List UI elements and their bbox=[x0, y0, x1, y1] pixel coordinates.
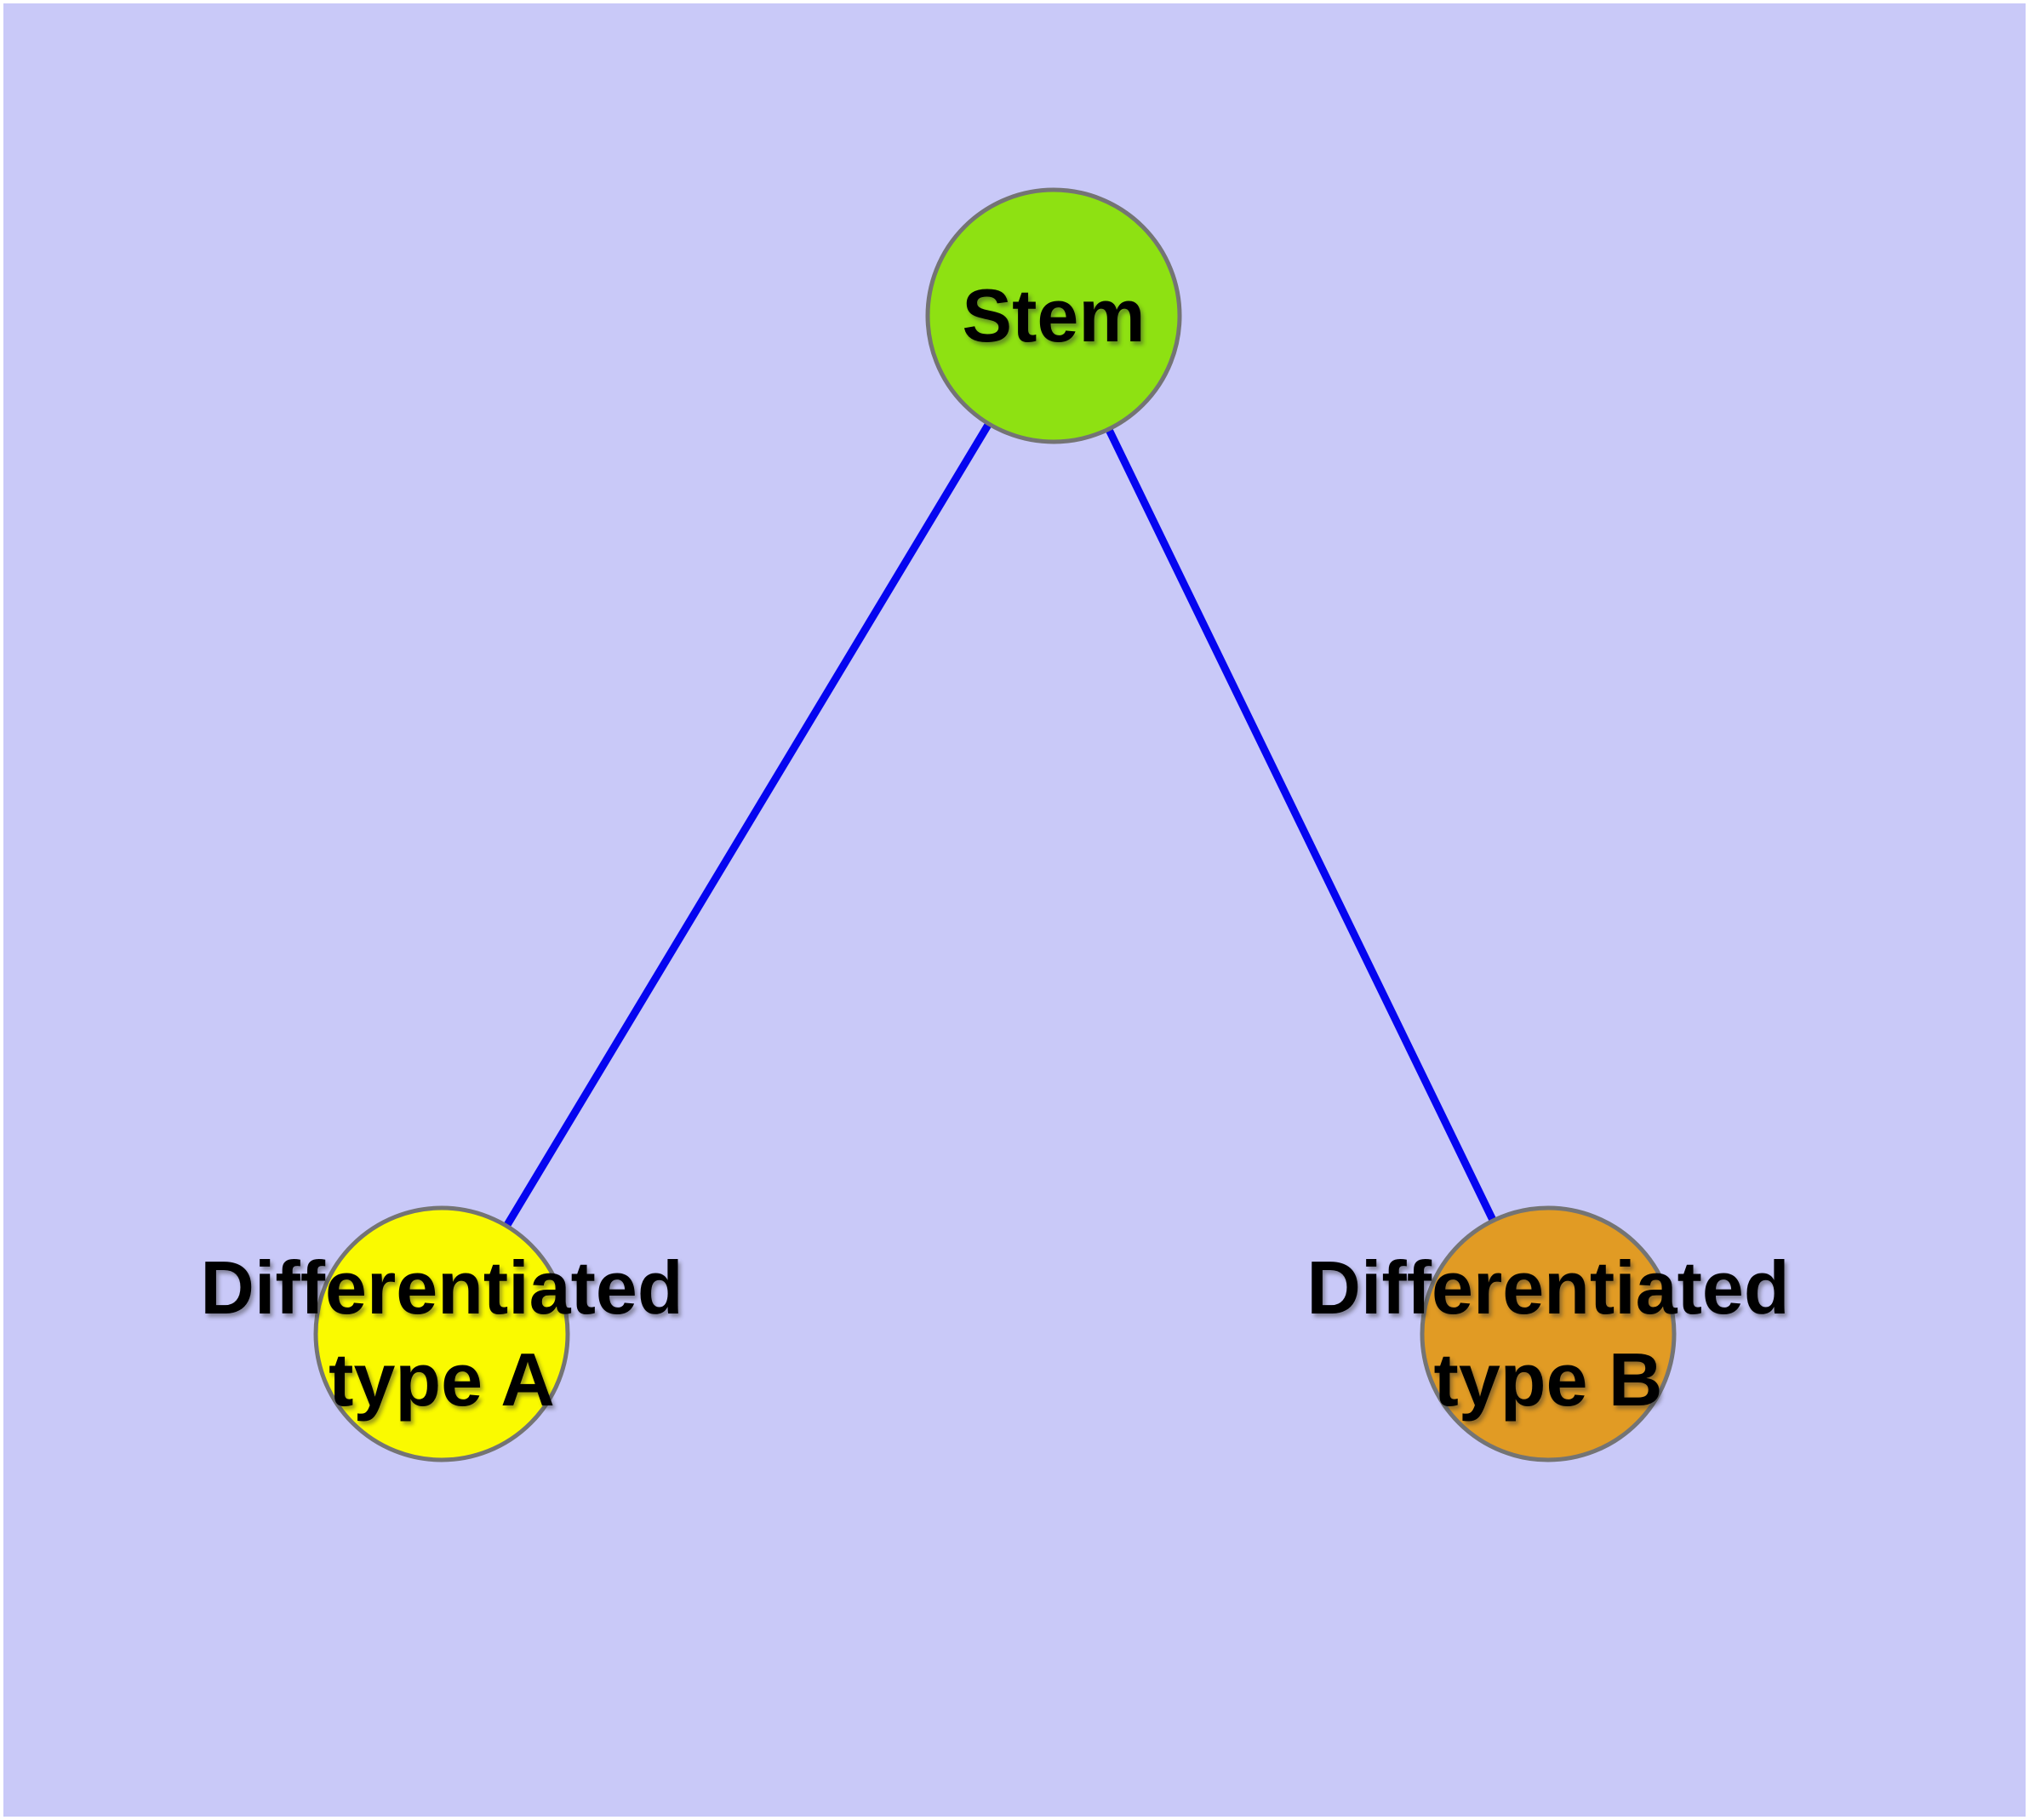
node-stem-label-line: Stem bbox=[962, 273, 1146, 358]
node-differentiated-type-b-label-line2: type B bbox=[1433, 1337, 1663, 1422]
node-differentiated-type-b-label: Differentiated type B bbox=[1306, 1242, 1789, 1426]
node-differentiated-type-a-label: Differentiated type A bbox=[200, 1242, 683, 1426]
node-differentiated-type-a-label-line2: type A bbox=[329, 1337, 555, 1422]
node-differentiated-type-a-label-line1: Differentiated bbox=[200, 1245, 683, 1330]
node-differentiated-type-b-label-line1: Differentiated bbox=[1306, 1245, 1790, 1330]
node-differentiated-type-b-circle bbox=[1420, 1205, 1677, 1462]
edge-stem-to-type-b bbox=[1049, 314, 1552, 1336]
node-stem-circle bbox=[925, 187, 1182, 444]
node-stem-label: Stem bbox=[962, 270, 1145, 362]
edge-stem-to-type-a bbox=[438, 313, 1057, 1336]
node-differentiated-type-a-circle bbox=[313, 1205, 570, 1462]
